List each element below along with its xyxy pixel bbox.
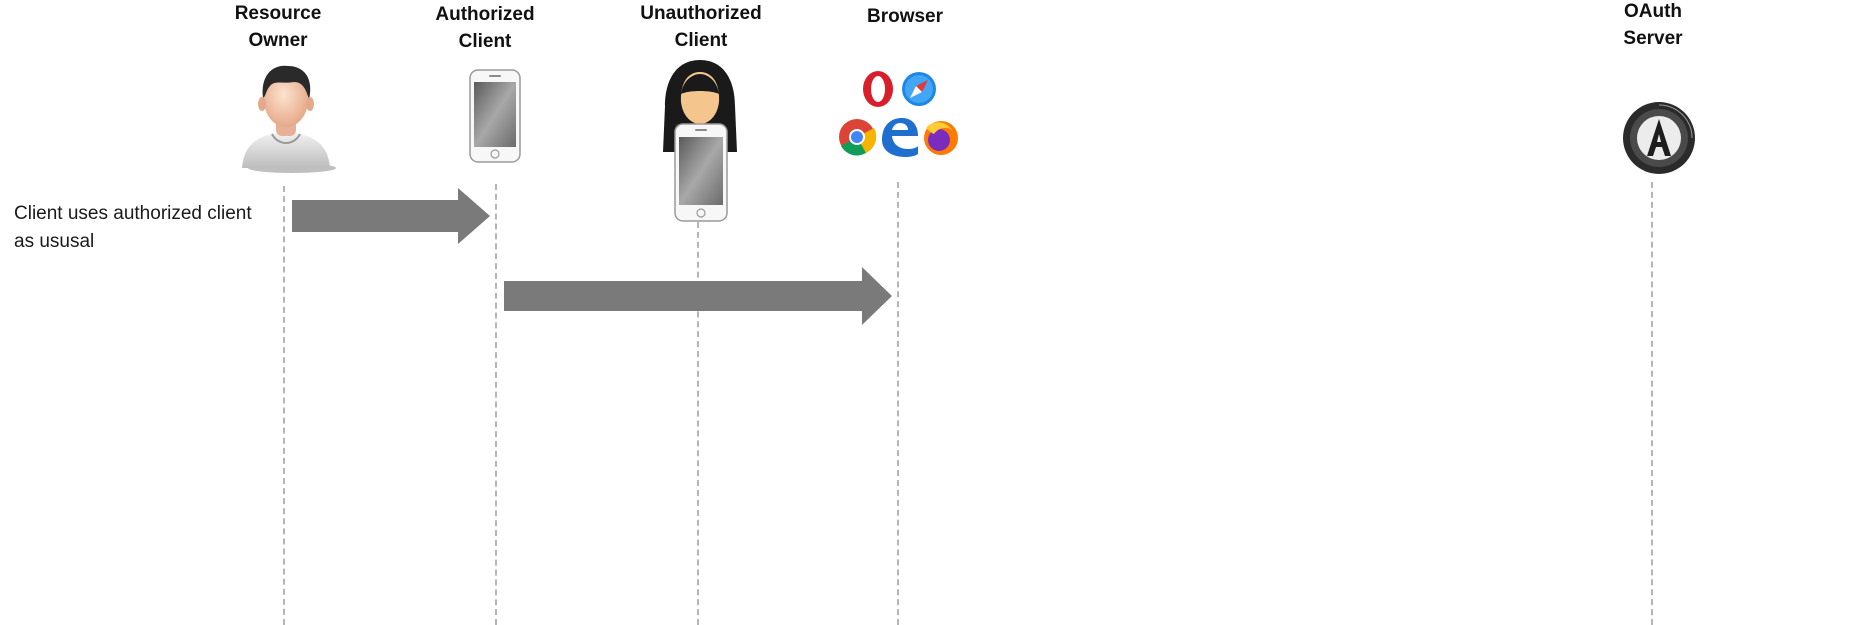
browser-logos-icon	[839, 71, 958, 157]
actor-label-oauth-server: OAuth Server	[1623, 1, 1683, 49]
user-avatar-icon	[242, 65, 336, 173]
hooded-hacker-icon	[663, 60, 737, 222]
step1-note: Client uses authorized client as ususal	[14, 203, 252, 252]
arrow-owner-to-authorized-client	[292, 188, 490, 244]
opera-icon	[863, 71, 893, 107]
lifeline-unauthorized-client	[697, 222, 699, 625]
arrow-authorized-client-to-browser	[504, 267, 892, 325]
oauth-logo-icon	[1623, 102, 1695, 174]
edge-icon	[882, 118, 918, 157]
firefox-icon	[924, 121, 958, 155]
actor-label-browser: Browser	[866, 6, 944, 27]
smartphone-icon	[469, 69, 521, 163]
actor-label-unauthorized-client: Unauthorized Client	[640, 3, 762, 51]
lifeline-browser	[897, 182, 899, 625]
safari-icon	[902, 72, 936, 106]
actor-label-resource-owner: Resource Owner	[234, 3, 322, 51]
lifeline-resource-owner	[283, 186, 285, 625]
lifeline-oauth-server	[1651, 182, 1653, 625]
lifeline-authorized-client	[495, 184, 497, 625]
chrome-icon	[839, 119, 877, 156]
actor-label-authorized-client: Authorized Client	[435, 4, 535, 52]
